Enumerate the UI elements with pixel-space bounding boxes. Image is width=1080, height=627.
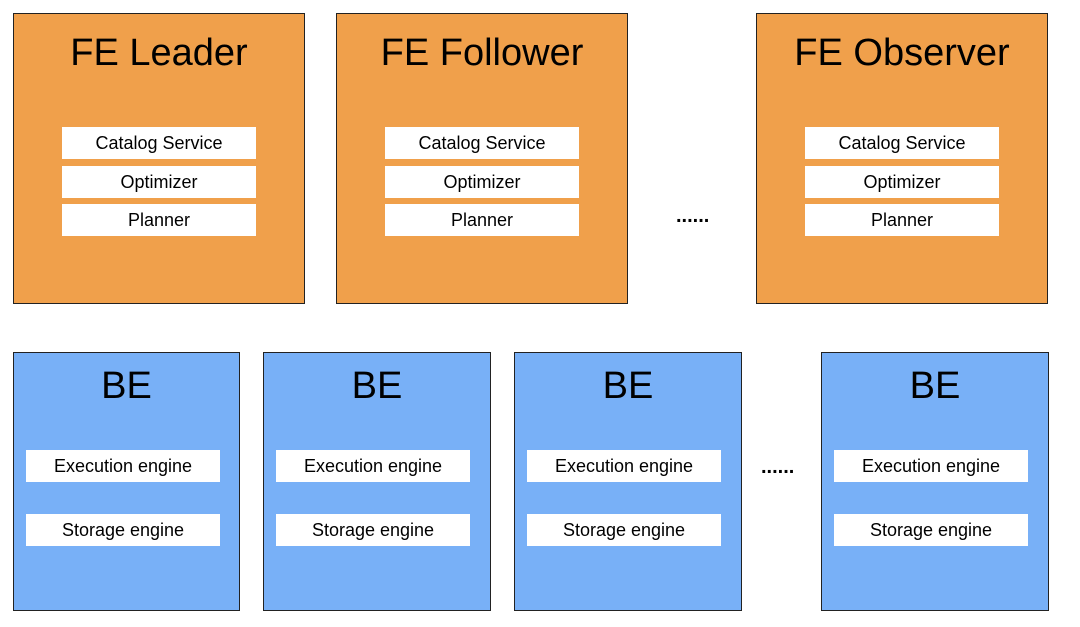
fe-follower-catalog-service: Catalog Service bbox=[385, 127, 579, 159]
be-node-1: BE Execution engine Storage engine bbox=[13, 352, 240, 611]
fe-observer-node: FE Observer Catalog Service Optimizer Pl… bbox=[756, 13, 1048, 304]
fe-observer-catalog-service: Catalog Service bbox=[805, 127, 999, 159]
be-node-2-execution-engine: Execution engine bbox=[276, 450, 470, 482]
be-node-3-title: BE bbox=[602, 365, 654, 407]
be-node-1-execution-engine: Execution engine bbox=[26, 450, 220, 482]
be-node-3-storage-engine: Storage engine bbox=[527, 514, 721, 546]
fe-ellipsis: ...... bbox=[676, 205, 710, 227]
be-node-4-title: BE bbox=[909, 365, 961, 407]
fe-follower-node: FE Follower Catalog Service Optimizer Pl… bbox=[336, 13, 628, 304]
fe-follower-title: FE Follower bbox=[380, 32, 584, 74]
fe-observer-optimizer: Optimizer bbox=[805, 166, 999, 198]
be-node-2-storage-engine: Storage engine bbox=[276, 514, 470, 546]
be-node-2-title: BE bbox=[351, 365, 403, 407]
be-node-4: BE Execution engine Storage engine bbox=[821, 352, 1049, 611]
be-node-3: BE Execution engine Storage engine bbox=[514, 352, 742, 611]
be-node-1-title: BE bbox=[101, 365, 152, 407]
be-node-3-execution-engine: Execution engine bbox=[527, 450, 721, 482]
be-node-4-storage-engine: Storage engine bbox=[834, 514, 1028, 546]
fe-follower-optimizer: Optimizer bbox=[385, 166, 579, 198]
fe-leader-node: FE Leader Catalog Service Optimizer Plan… bbox=[13, 13, 305, 304]
be-node-2: BE Execution engine Storage engine bbox=[263, 352, 491, 611]
fe-leader-optimizer: Optimizer bbox=[62, 166, 256, 198]
fe-leader-title: FE Leader bbox=[70, 32, 248, 74]
fe-follower-planner: Planner bbox=[385, 204, 579, 236]
fe-observer-planner: Planner bbox=[805, 204, 999, 236]
fe-leader-catalog-service: Catalog Service bbox=[62, 127, 256, 159]
be-ellipsis: ...... bbox=[761, 456, 795, 478]
fe-leader-planner: Planner bbox=[62, 204, 256, 236]
fe-observer-title: FE Observer bbox=[794, 32, 1010, 74]
be-node-1-storage-engine: Storage engine bbox=[26, 514, 220, 546]
be-node-4-execution-engine: Execution engine bbox=[834, 450, 1028, 482]
